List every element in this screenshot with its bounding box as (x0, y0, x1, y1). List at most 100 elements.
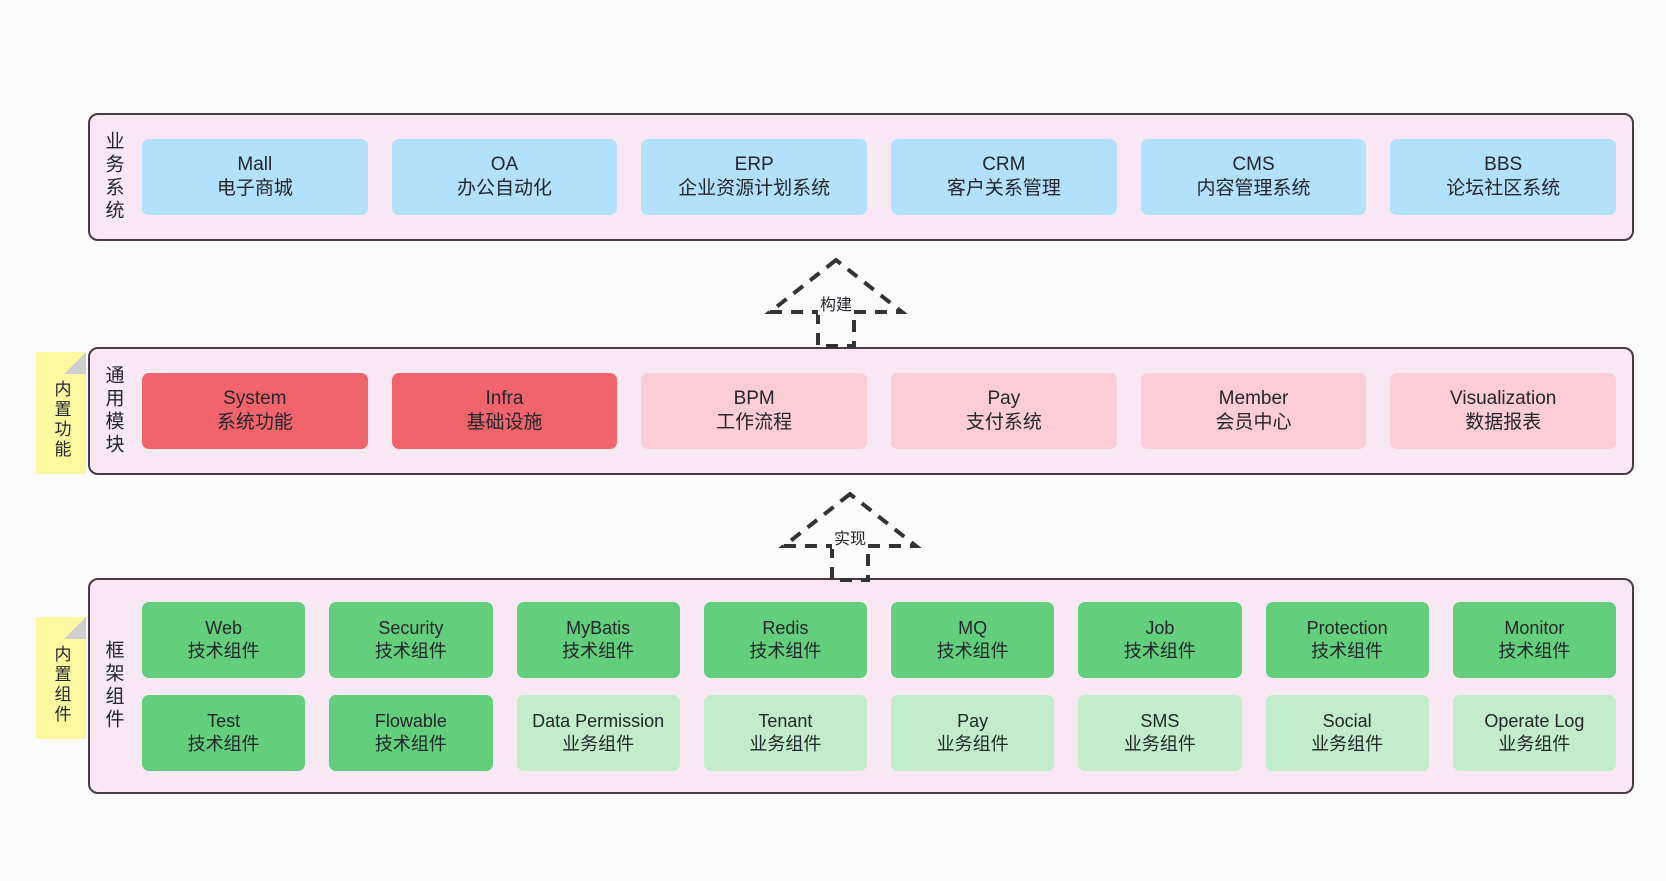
card-title-en: Data Permission (532, 711, 665, 732)
layer-title-framework: 框架组件 (102, 640, 124, 732)
card-title-en: BPM (733, 388, 775, 410)
card-subtitle-cn: 技术组件 (749, 640, 822, 661)
card-subtitle-cn: 技术组件 (1123, 640, 1196, 661)
card-subtitle-cn: 支付系统 (965, 412, 1042, 433)
card-title-en: BBS (1484, 154, 1523, 176)
card-subtitle-cn: 会员中心 (1215, 412, 1292, 433)
card-title-en: Member (1218, 388, 1289, 410)
card-subtitle-cn: 技术组件 (374, 733, 447, 754)
card-title-en: ERP (734, 154, 774, 176)
layer-title-common: 通用模块 (102, 365, 124, 457)
card-subtitle-cn: 业务组件 (562, 733, 635, 754)
sticky-note-builtin-components: 内置组件 (36, 617, 86, 739)
card-subtitle-cn: 业务组件 (1311, 733, 1384, 754)
card-title-en: Test (207, 711, 241, 732)
card-subtitle-cn: 客户关系管理 (946, 178, 1061, 199)
card-title-en: Social (1322, 711, 1372, 732)
card-subtitle-cn: 业务组件 (1123, 733, 1196, 754)
card-title-en: Monitor (1504, 618, 1565, 639)
card-title-en: System (223, 388, 287, 410)
card-title-en: CMS (1232, 154, 1275, 176)
card-subtitle-cn: 技术组件 (562, 640, 635, 661)
card-subtitle-cn: 内容管理系统 (1196, 178, 1311, 199)
card-title-en: Pay (957, 711, 989, 732)
card-subtitle-cn: 论坛社区系统 (1446, 178, 1561, 199)
card-subtitle-cn: 技术组件 (1311, 640, 1384, 661)
card-title-en: MQ (958, 618, 988, 639)
card-title-en: OA (490, 154, 519, 176)
card-title-en: Job (1145, 618, 1175, 639)
card-title-en: Redis (762, 618, 809, 639)
card-subtitle-cn: 技术组件 (374, 640, 447, 661)
card-subtitle-cn: 技术组件 (187, 640, 260, 661)
card-title-en: Flowable (374, 711, 447, 732)
card-subtitle-cn: 技术组件 (936, 640, 1009, 661)
card-title-en: Operate Log (1484, 711, 1585, 732)
card-title-en: Security (378, 618, 444, 639)
card-title-en: Infra (485, 388, 524, 410)
card-subtitle-cn: 工作流程 (716, 412, 793, 433)
card-title-en: MyBatis (566, 618, 631, 639)
sticky-note-builtin-features: 内置功能 (36, 352, 86, 474)
card-title-en: Mall (237, 154, 273, 176)
card-subtitle-cn: 办公自动化 (457, 178, 553, 199)
card-title-en: Protection (1306, 618, 1388, 639)
card-title-en: Pay (987, 388, 1021, 410)
arrow-implement: 实现 (770, 491, 930, 582)
card-subtitle-cn: 数据报表 (1465, 412, 1542, 433)
card-subtitle-cn: 企业资源计划系统 (678, 178, 831, 199)
card-subtitle-cn: 电子商城 (216, 178, 293, 199)
card-title-en: Tenant (758, 711, 813, 732)
card-title-en: Web (205, 618, 242, 639)
card-subtitle-cn: 基础设施 (466, 412, 543, 433)
card-title-en: Visualization (1450, 388, 1557, 410)
layer-title-business: 业务系统 (102, 131, 124, 223)
card-subtitle-cn: 业务组件 (1498, 733, 1571, 754)
card-title-en: SMS (1140, 711, 1180, 732)
card-subtitle-cn: 系统功能 (216, 412, 293, 433)
arrow-build: 构建 (756, 257, 916, 348)
sticky-note-label: 内置组件 (51, 645, 71, 725)
card-subtitle-cn: 业务组件 (749, 733, 822, 754)
arrow-build-label: 构建 (818, 291, 855, 315)
card-subtitle-cn: 技术组件 (187, 733, 260, 754)
